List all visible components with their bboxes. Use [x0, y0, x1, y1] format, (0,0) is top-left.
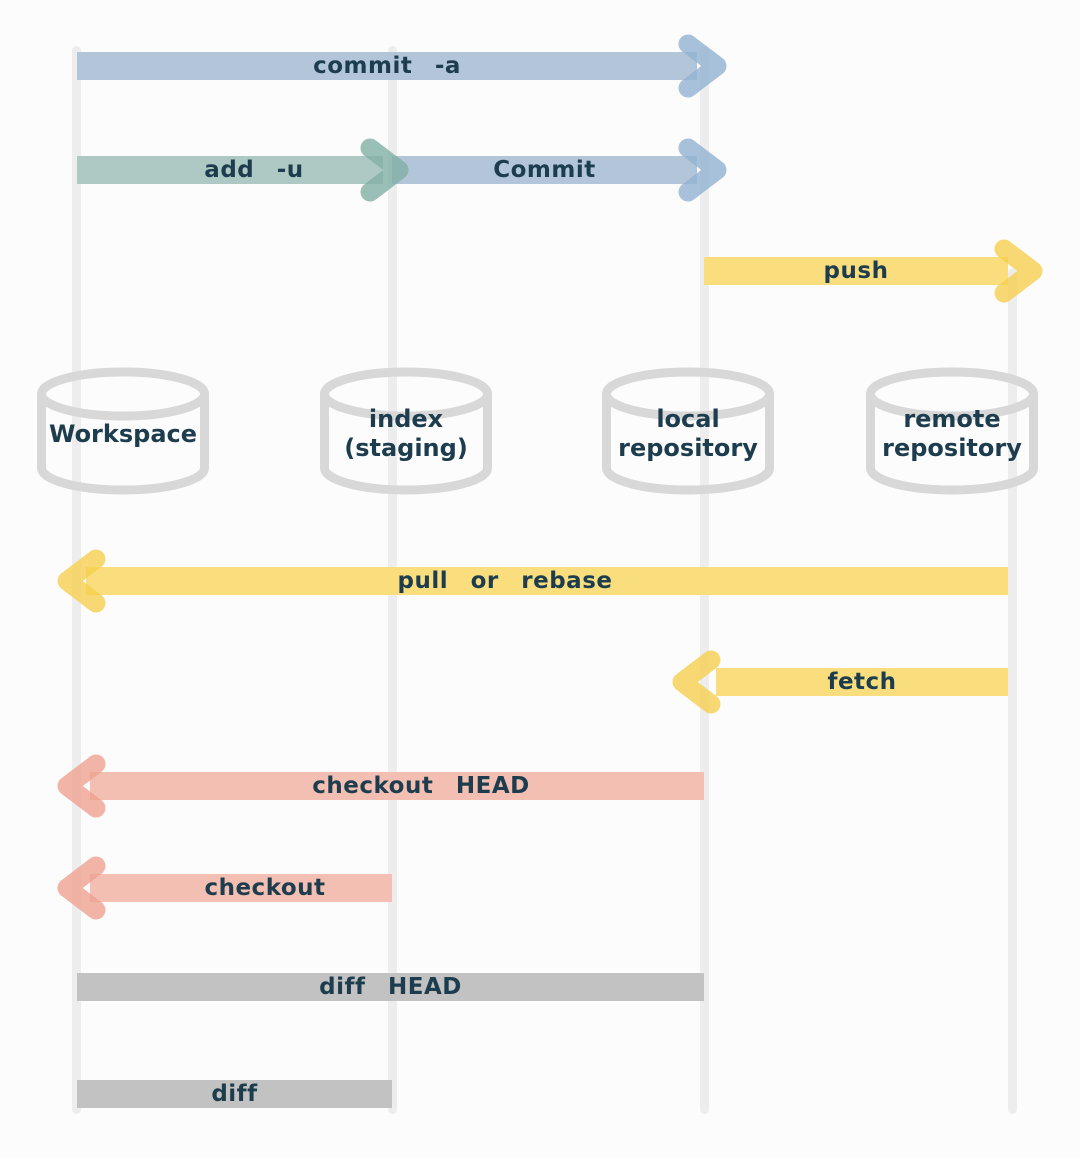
node-index: index (staging)	[318, 392, 494, 476]
cylinder-icon	[866, 367, 1038, 495]
node-workspace-label: Workspace	[48, 419, 198, 448]
cylinder-icon	[320, 367, 492, 495]
node-local-repository: local repository	[600, 392, 776, 476]
arrow-checkout: checkout	[90, 874, 392, 902]
lifeline-remote-repository	[1008, 268, 1017, 1114]
node-index-label-line1: index	[368, 405, 444, 433]
arrow-push: push	[704, 257, 1008, 285]
cylinder-icon	[602, 367, 774, 495]
arrowhead-left-icon	[57, 549, 106, 613]
arrow-pull-or-rebase-label: pull or rebase	[397, 568, 613, 594]
arrow-fetch: fetch	[716, 668, 1008, 696]
arrow-fetch-label: fetch	[827, 669, 897, 695]
arrow-checkout-head-label: checkout HEAD	[312, 773, 530, 799]
arrow-pull-or-rebase: pull or rebase	[86, 567, 1008, 595]
arrowhead-right-icon	[360, 138, 409, 202]
node-remote-label-line2: repository	[882, 434, 1022, 462]
node-remote-repository: remote repository	[864, 392, 1040, 476]
node-remote-label-line1: remote	[903, 405, 1001, 433]
arrow-add-u: add -u	[77, 156, 383, 184]
cylinder-icon	[37, 367, 209, 495]
arrow-commit-label: Commit	[493, 157, 596, 183]
arrow-push-label: push	[823, 258, 889, 284]
arrow-add-u-label: add -u	[204, 157, 304, 183]
bar-diff: diff	[77, 1080, 392, 1108]
node-local-label-line2: repository	[618, 434, 758, 462]
arrowhead-left-icon	[57, 754, 106, 818]
arrowhead-right-icon	[678, 34, 727, 98]
arrow-commit: Commit	[392, 156, 697, 184]
arrow-checkout-label: checkout	[204, 875, 326, 901]
bar-diff-head-label: diff HEAD	[319, 974, 462, 1000]
arrowhead-left-icon	[57, 856, 106, 920]
bar-diff-head: diff HEAD	[77, 973, 704, 1001]
node-index-label-line2: (staging)	[344, 434, 468, 462]
arrow-commit-a: commit -a	[77, 52, 697, 80]
arrowhead-left-icon	[672, 650, 721, 714]
arrowhead-right-icon	[678, 138, 727, 202]
arrowhead-right-icon	[994, 239, 1043, 303]
node-workspace: Workspace	[35, 392, 211, 476]
node-local-label-line1: local	[656, 405, 720, 433]
bar-diff-label: diff	[211, 1081, 258, 1107]
arrow-checkout-head: checkout HEAD	[90, 772, 704, 800]
arrow-commit-a-label: commit -a	[313, 53, 461, 79]
